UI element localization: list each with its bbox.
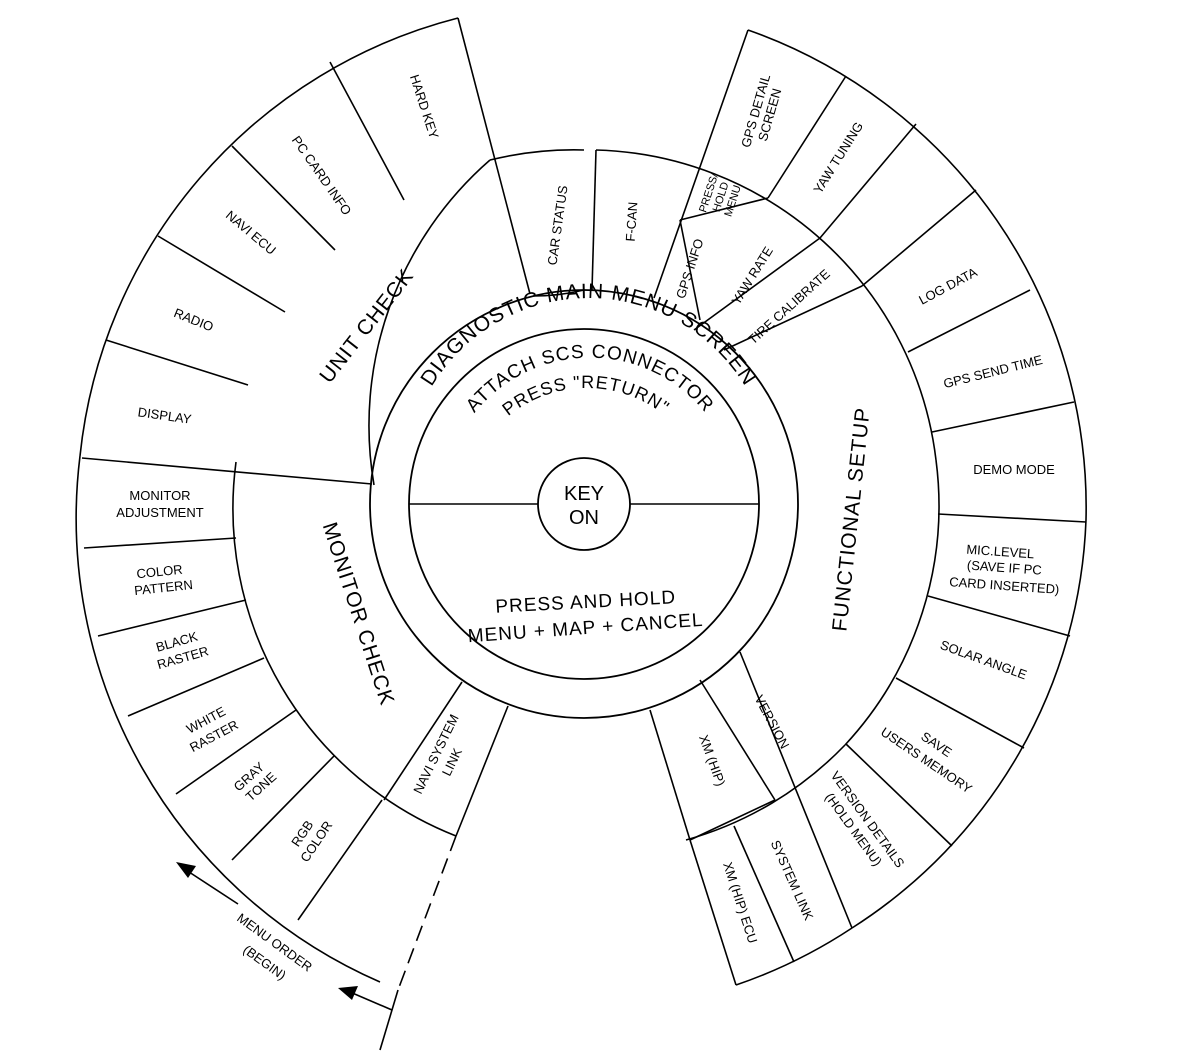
monitor-check-title: MONITOR CHECK bbox=[318, 520, 399, 709]
functional-setup-title: FUNCTIONAL SETUP bbox=[828, 406, 874, 632]
yaw-tuning-label: YAW TUNING bbox=[810, 119, 866, 196]
xm-hip-label: XM (HIP) bbox=[696, 733, 728, 788]
mic-level-line3: CARD INSERTED) bbox=[949, 574, 1060, 597]
system-link-label: SYSTEM LINK bbox=[768, 838, 817, 923]
mic-level-line2: (SAVE IF PC bbox=[966, 557, 1042, 577]
car-status-label: CAR STATUS bbox=[545, 184, 571, 266]
press-return-path: PRESS "RETURN" bbox=[498, 372, 672, 420]
display-label: DISPLAY bbox=[137, 404, 193, 426]
gps-send-time-label: GPS SEND TIME bbox=[942, 352, 1045, 391]
arrow-lower-head-icon bbox=[338, 986, 358, 1000]
log-data-label: LOG DATA bbox=[916, 264, 980, 307]
navi-ecu-label: NAVI ECU bbox=[223, 207, 279, 257]
monitor-adjustment-line1: MONITOR bbox=[129, 488, 190, 503]
solar-angle-label: SOLAR ANGLE bbox=[938, 637, 1029, 682]
color-pattern-line2: PATTERN bbox=[134, 577, 194, 598]
on-label: ON bbox=[569, 507, 599, 529]
pc-card-info-label: PC CARD INFO bbox=[289, 133, 355, 218]
key-label: KEY bbox=[564, 483, 604, 505]
version-label: VERSION bbox=[752, 693, 793, 752]
f-can-label: F-CAN bbox=[623, 201, 641, 242]
press-return-text: PRESS "RETURN" bbox=[498, 372, 673, 420]
gps-info-label: GPS INFO bbox=[673, 237, 706, 301]
menu-order-arrows bbox=[176, 862, 393, 1011]
unit-check-title: UNIT CHECK bbox=[315, 265, 418, 388]
radio-label: RADIO bbox=[172, 305, 216, 334]
demo-mode-label: DEMO MODE bbox=[973, 462, 1055, 477]
arrow-upper-head-icon bbox=[176, 862, 196, 878]
color-pattern-line1: COLOR bbox=[136, 562, 184, 582]
monitor-adjustment-line2: ADJUSTMENT bbox=[116, 505, 203, 520]
hard-key-label: HARD KEY bbox=[407, 73, 442, 141]
mic-level-line1: MIC.LEVEL bbox=[966, 542, 1035, 562]
wheel-structure bbox=[75, 17, 1087, 1051]
